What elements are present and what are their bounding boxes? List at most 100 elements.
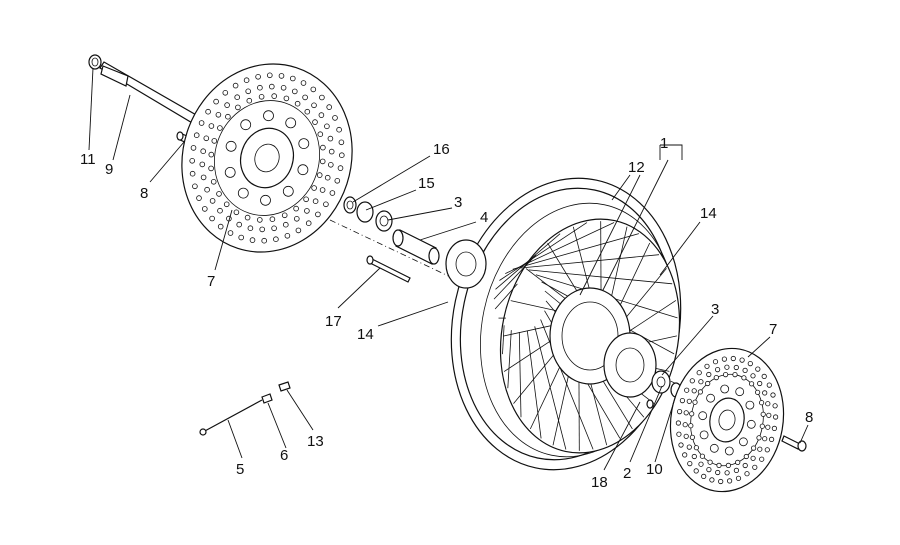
disc-hole (294, 100, 301, 107)
callout-17: 17 (325, 313, 342, 330)
disc-hole (289, 75, 296, 82)
disc-hole (316, 172, 323, 178)
disc-hole (683, 433, 689, 439)
disc-hole (305, 220, 312, 227)
disc-hole (762, 436, 768, 442)
callout-5: 5 (236, 461, 244, 478)
disc-hole (217, 223, 224, 230)
disc-hole (217, 125, 223, 131)
disc-hole (744, 471, 750, 477)
disc-hole (697, 389, 704, 395)
disc-hole (758, 400, 765, 406)
disc-hole (193, 132, 200, 139)
disc-hole (747, 360, 753, 367)
wheel-spoke (494, 283, 518, 310)
disc-hole (200, 174, 207, 181)
callout-9: 9 (105, 161, 113, 178)
disc-slot (225, 140, 237, 152)
disc-slot (706, 393, 715, 403)
disc-hole (278, 73, 285, 79)
disc-hole (327, 135, 334, 142)
disc-hole (259, 226, 266, 233)
disc-hole (304, 108, 311, 115)
callout-14-left: 14 (357, 326, 374, 343)
disc-hole (698, 461, 704, 467)
disc-hole (732, 371, 738, 378)
disc-hole (318, 112, 325, 118)
disc-hole (203, 135, 210, 142)
wheel-spoke (520, 254, 660, 269)
disc-hole (733, 364, 739, 371)
disc-hole (686, 398, 692, 404)
disc-slot (263, 110, 274, 122)
disc-hole (302, 94, 308, 101)
disc-hole (696, 370, 702, 376)
disc-hole (236, 221, 243, 228)
disc-hole (320, 144, 326, 151)
leader-lines (88, 67, 809, 471)
disc-hole (724, 470, 730, 476)
disc-hole (311, 102, 317, 109)
disc-hole (765, 424, 771, 430)
disc-hole (739, 357, 745, 363)
disc-hole (312, 198, 319, 205)
disc-hole (759, 456, 765, 462)
disc-hole (247, 225, 254, 232)
disc-hole (204, 186, 210, 193)
disc-hole (699, 453, 706, 459)
disc-hole (271, 93, 278, 99)
disc-hole (295, 227, 302, 234)
disc-hole (707, 459, 713, 465)
disc-hole (324, 123, 330, 130)
disc-hole (742, 367, 748, 373)
disc-slot (724, 446, 734, 456)
valve-part (646, 399, 654, 409)
disc-hole (327, 162, 334, 168)
wheel-spoke (534, 326, 567, 450)
callout-8-left: 8 (140, 185, 148, 202)
axle-nut-part (88, 54, 102, 70)
disc-hole (199, 161, 206, 168)
nipple-part (261, 393, 273, 404)
disc-hole (752, 464, 758, 470)
disc-hole (328, 148, 335, 155)
disc-hole (334, 178, 341, 184)
wheel-spoke (499, 222, 588, 281)
disc-hole (772, 403, 778, 409)
disc-hole (682, 452, 688, 458)
disc-hole (293, 205, 299, 212)
spoke-bolt-part (366, 255, 411, 283)
disc-hole (716, 462, 722, 468)
disc-hole (675, 420, 682, 426)
disc-hole (235, 104, 241, 111)
disc-hole (770, 392, 776, 398)
callout-12: 12 (628, 159, 645, 176)
disc-slot (745, 400, 755, 410)
disc-hole (223, 201, 230, 208)
disc-hole (741, 375, 747, 381)
disc-hole (693, 445, 700, 451)
disc-slot (298, 138, 310, 150)
wheel-spoke (505, 222, 615, 274)
disc-hole (768, 436, 775, 442)
disc-hole (257, 84, 263, 91)
disc-hole (742, 462, 748, 469)
disc-hole (266, 72, 273, 79)
disc-hole (268, 83, 275, 90)
disc-hole (304, 208, 310, 214)
bearing-left-part (375, 210, 393, 232)
disc-hole (689, 378, 695, 384)
disc-hole (310, 86, 317, 93)
disc-hole (224, 102, 230, 108)
disc-slot (709, 443, 719, 453)
disc-hole (196, 195, 202, 201)
disc-hole (750, 445, 757, 451)
disc-hole (222, 90, 229, 96)
disc-hole (280, 85, 287, 91)
disc-hole (693, 468, 699, 474)
disc-hole (709, 477, 715, 483)
wheel-spoke (507, 330, 512, 389)
disc-hole (725, 462, 732, 468)
disc-hole (733, 467, 740, 473)
